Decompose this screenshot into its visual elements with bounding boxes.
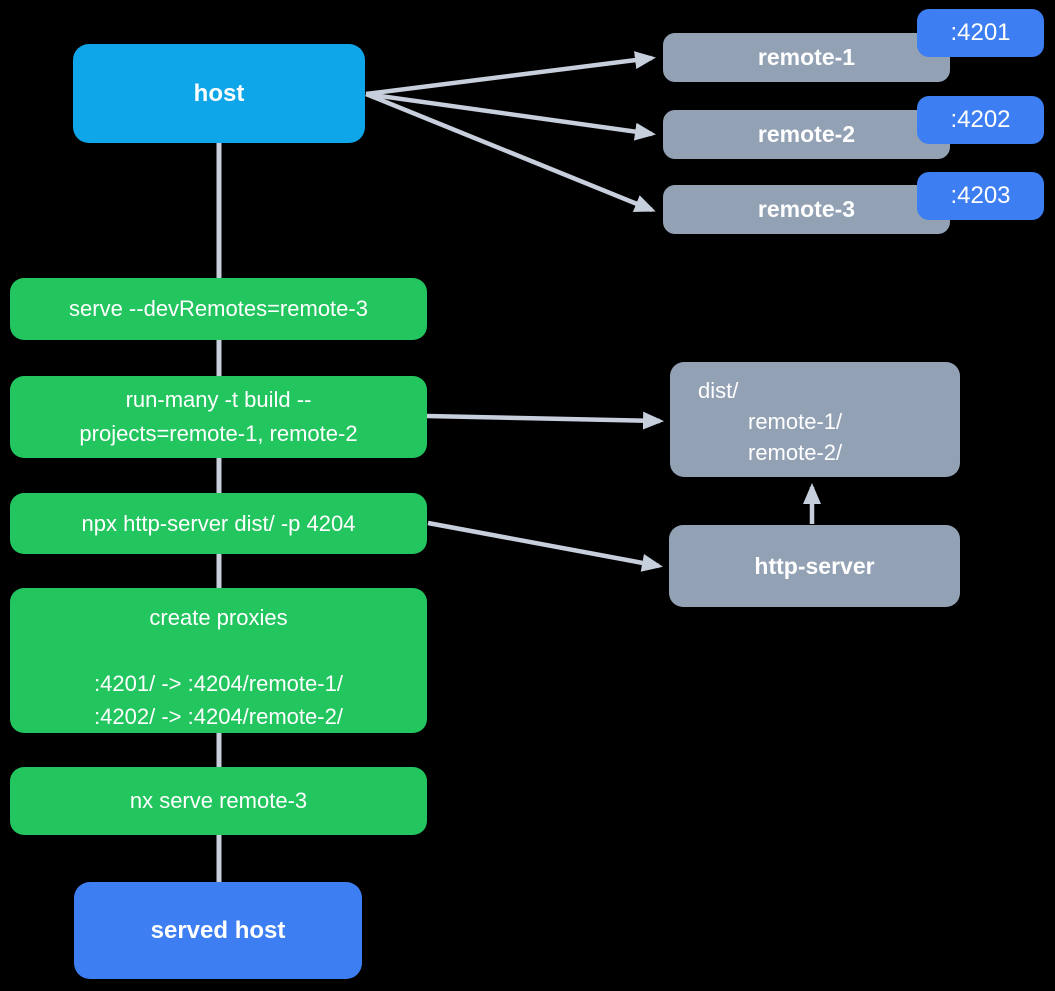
- command-nx-serve-remote-3: nx serve remote-3: [10, 767, 427, 835]
- create-proxies-title: create proxies: [149, 605, 288, 630]
- proxy-mapping-4202: :4202/ -> :4204/remote-2/: [94, 704, 343, 729]
- command-serve-dev-remotes: serve --devRemotes=remote-3: [10, 278, 427, 340]
- dist-root-label: dist/: [698, 378, 739, 403]
- remote-2-label: remote-2: [757, 121, 856, 147]
- node-remote-3: remote-3: [663, 185, 950, 234]
- port-badge-4202: :4202: [917, 96, 1044, 144]
- node-host: host: [73, 44, 365, 143]
- http-server-label: http-server: [754, 552, 875, 579]
- dist-child-remote-2: remote-2/: [748, 440, 843, 465]
- proxy-mappings: :4201/ -> :4204/remote-1/ :4202/ -> :420…: [94, 667, 343, 733]
- node-http-server: http-server: [669, 525, 960, 607]
- port-badge-4201: :4201: [917, 9, 1044, 57]
- command-run-many-build: run-many -t build -- projects=remote-1, …: [10, 376, 427, 458]
- remote-1-label: remote-1: [757, 44, 856, 70]
- command-create-proxies: create proxies :4201/ -> :4204/remote-1/…: [10, 588, 427, 733]
- edge-host-to-remote-2: [365, 91, 656, 141]
- edge-run-many-to-dist: [426, 411, 664, 430]
- edge-npx-to-http-server: [427, 520, 663, 572]
- port-badge-4203-label: :4203: [950, 182, 1011, 209]
- node-dist-folder: dist/ remote-1/ remote-2/: [670, 362, 960, 477]
- node-remote-1: remote-1: [663, 33, 950, 82]
- host-label: host: [193, 79, 245, 107]
- dist-child-remote-1: remote-1/: [748, 409, 843, 434]
- command-npx-http-server: npx http-server dist/ -p 4204: [10, 493, 427, 554]
- served-host-label: served host: [150, 916, 286, 944]
- command-npx-http-server-label: npx http-server dist/ -p 4204: [81, 510, 356, 536]
- remote-3-label: remote-3: [757, 196, 856, 222]
- node-remote-2: remote-2: [663, 110, 950, 159]
- command-serve-dev-remotes-label: serve --devRemotes=remote-3: [69, 296, 368, 321]
- edge-host-to-remote-3: [365, 91, 656, 213]
- node-served-host: served host: [74, 882, 362, 979]
- port-badge-4202-label: :4202: [950, 106, 1011, 133]
- command-nx-serve-remote-3-label: nx serve remote-3: [129, 788, 308, 813]
- command-run-many-line-1: run-many -t build --: [125, 387, 312, 412]
- port-badge-4203: :4203: [917, 172, 1044, 220]
- command-run-many-line-2: projects=remote-1, remote-2: [79, 421, 358, 446]
- proxy-mapping-4201: :4201/ -> :4204/remote-1/: [94, 671, 343, 696]
- edge-host-to-remote-1: [365, 51, 656, 97]
- port-badge-4201-label: :4201: [950, 19, 1011, 46]
